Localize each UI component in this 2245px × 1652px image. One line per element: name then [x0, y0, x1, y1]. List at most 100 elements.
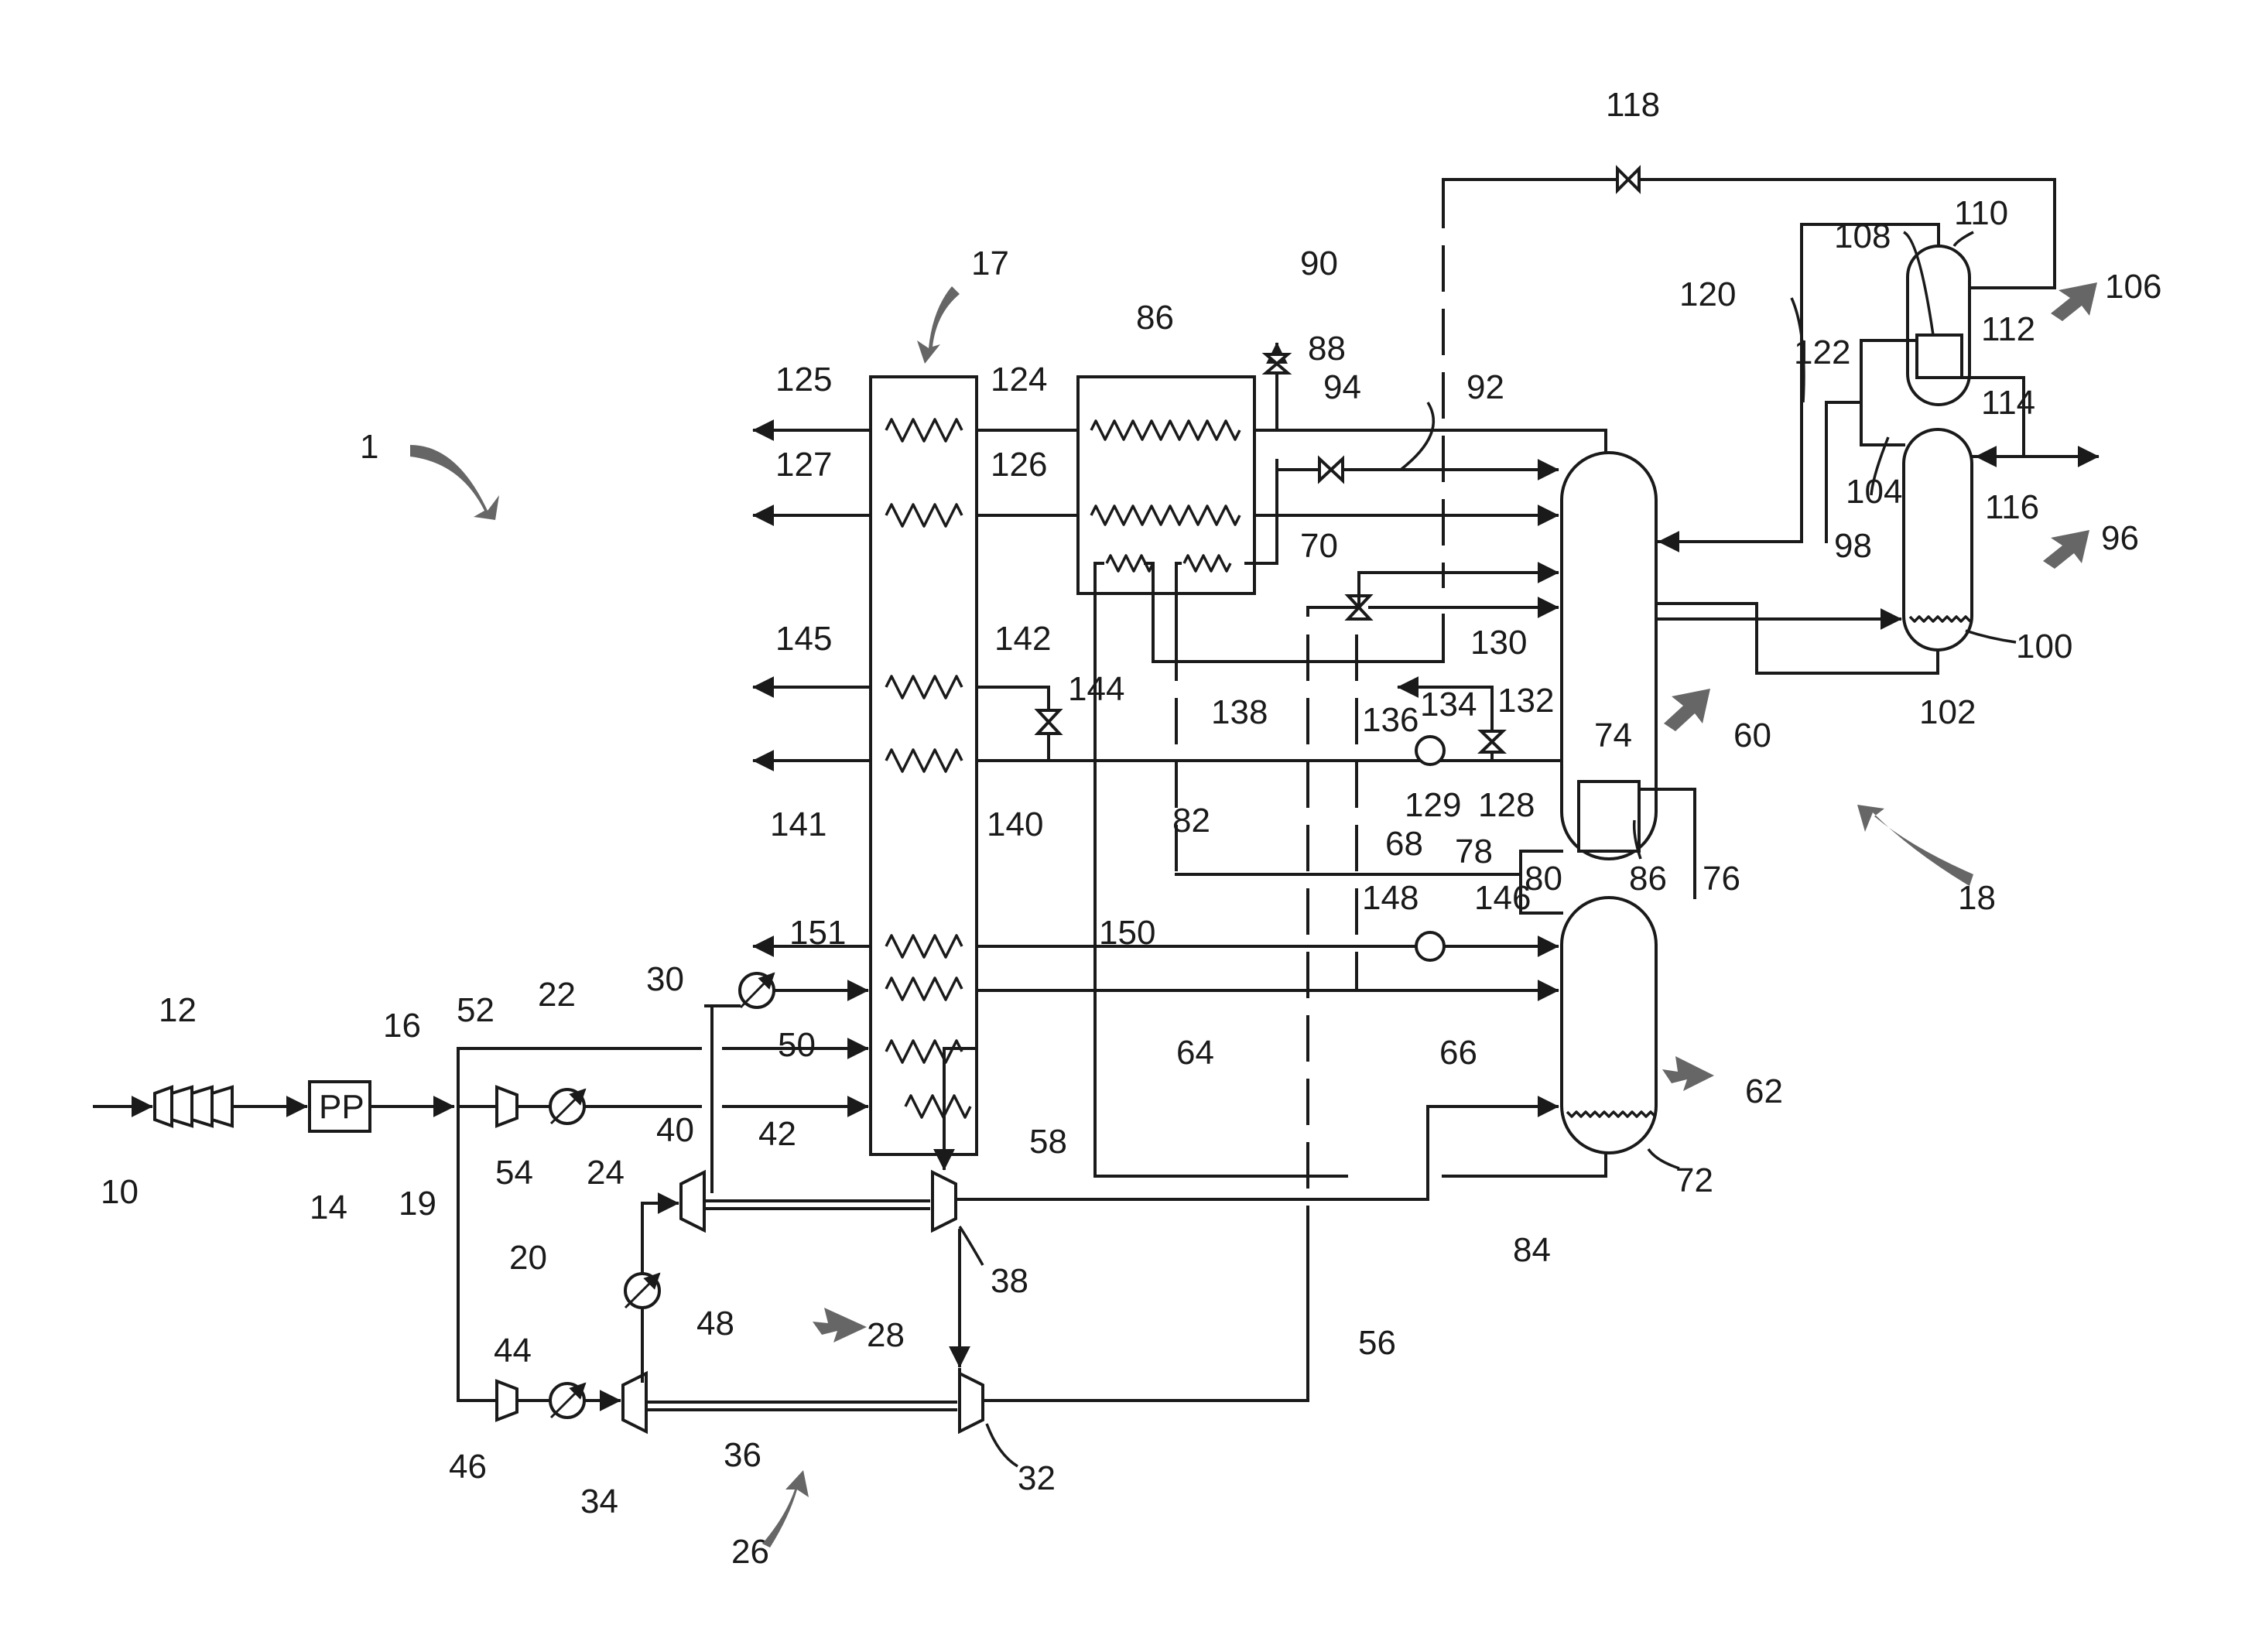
label-116: 116 — [1985, 488, 2039, 526]
pp-label: PP — [319, 1088, 364, 1126]
label-146: 146 — [1474, 879, 1531, 917]
label-132: 132 — [1497, 682, 1554, 720]
valve-132 — [1481, 731, 1503, 752]
label-72: 72 — [1675, 1161, 1713, 1199]
label-1: 1 — [360, 428, 378, 466]
label-42: 42 — [758, 1115, 796, 1153]
label-34: 34 — [580, 1483, 618, 1520]
reference-labels: 1 10 12 14 16 17 18 19 20 22 24 26 28 30… — [101, 86, 2161, 1571]
label-129: 129 — [1405, 786, 1461, 824]
booster-compressor-44 — [497, 1381, 517, 1420]
label-58: 58 — [1029, 1123, 1067, 1161]
label-22: 22 — [538, 976, 576, 1014]
label-76: 76 — [1703, 860, 1740, 898]
valve-88 — [1266, 354, 1288, 373]
label-68: 68 — [1385, 825, 1423, 863]
label-20: 20 — [509, 1239, 547, 1277]
label-142: 142 — [994, 620, 1051, 658]
label-66: 66 — [1439, 1034, 1477, 1072]
turbine-38 — [933, 1172, 956, 1230]
label-148: 148 — [1362, 879, 1419, 917]
label-102: 102 — [1919, 693, 1976, 731]
label-17: 17 — [971, 245, 1009, 282]
label-82: 82 — [1172, 802, 1210, 840]
label-145: 145 — [775, 620, 832, 658]
label-86-subcooler: 86 — [1136, 299, 1174, 337]
label-30: 30 — [646, 960, 684, 998]
label-52: 52 — [457, 991, 495, 1029]
label-94: 94 — [1323, 368, 1361, 406]
label-141: 141 — [770, 805, 826, 843]
label-32: 32 — [1018, 1459, 1056, 1497]
label-134: 134 — [1420, 686, 1477, 723]
label-26: 26 — [731, 1533, 769, 1571]
label-138: 138 — [1211, 693, 1268, 731]
valve-94 — [1319, 459, 1343, 481]
label-88: 88 — [1308, 330, 1346, 368]
label-128: 128 — [1478, 786, 1535, 824]
label-40: 40 — [656, 1111, 694, 1149]
label-130: 130 — [1470, 624, 1527, 662]
label-28: 28 — [867, 1316, 905, 1354]
booster-compressor-52 — [497, 1087, 517, 1126]
label-16: 16 — [383, 1007, 421, 1045]
label-96: 96 — [2101, 519, 2139, 557]
label-70: 70 — [1300, 527, 1338, 565]
label-112: 112 — [1981, 310, 2035, 348]
label-64: 64 — [1176, 1034, 1214, 1072]
compressor-40 — [681, 1172, 704, 1230]
label-50: 50 — [778, 1026, 816, 1064]
label-48: 48 — [696, 1305, 734, 1342]
label-18: 18 — [1958, 879, 1996, 917]
valve-144 — [1038, 710, 1059, 734]
label-19: 19 — [399, 1185, 436, 1223]
label-92: 92 — [1466, 368, 1504, 406]
label-54: 54 — [495, 1154, 533, 1192]
label-90: 90 — [1300, 245, 1338, 282]
label-110: 110 — [1954, 194, 2008, 232]
argon-reboiler-108 — [1917, 335, 1962, 378]
label-24: 24 — [587, 1154, 625, 1192]
label-36: 36 — [724, 1436, 761, 1474]
label-86-reboiler: 86 — [1629, 860, 1667, 898]
label-98: 98 — [1834, 527, 1872, 565]
label-126: 126 — [991, 446, 1047, 484]
label-38: 38 — [991, 1262, 1028, 1300]
label-151: 151 — [789, 914, 846, 952]
label-60: 60 — [1733, 717, 1771, 754]
label-124: 124 — [991, 361, 1047, 398]
label-100: 100 — [2016, 628, 2072, 665]
label-46: 46 — [449, 1448, 487, 1486]
pump-148 — [1416, 932, 1444, 960]
main-air-compressor — [155, 1087, 232, 1126]
valve-118 — [1617, 169, 1639, 190]
main-heat-exchanger — [871, 377, 977, 1154]
lower-column — [1562, 898, 1656, 1153]
label-114: 114 — [1981, 384, 2035, 422]
turbine-32 — [960, 1373, 983, 1431]
label-78: 78 — [1455, 833, 1493, 870]
label-150: 150 — [1099, 914, 1155, 952]
label-136: 136 — [1362, 701, 1419, 739]
argon-condenser-110 — [1908, 246, 1970, 405]
label-127: 127 — [775, 446, 832, 484]
label-118: 118 — [1606, 86, 1660, 124]
label-108: 108 — [1834, 217, 1891, 255]
label-140: 140 — [987, 805, 1043, 843]
label-10: 10 — [101, 1173, 139, 1211]
label-14: 14 — [310, 1189, 347, 1226]
label-106: 106 — [2105, 268, 2161, 306]
subcooler-exchanger — [1078, 377, 1254, 593]
label-144: 144 — [1068, 670, 1124, 708]
label-74: 74 — [1594, 717, 1632, 754]
pump-136 — [1416, 737, 1444, 764]
label-62: 62 — [1745, 1072, 1783, 1110]
reboiler-condenser-74 — [1579, 782, 1639, 851]
label-120: 120 — [1679, 275, 1736, 313]
label-56: 56 — [1358, 1324, 1396, 1362]
label-125: 125 — [775, 361, 832, 398]
label-84: 84 — [1513, 1231, 1551, 1269]
label-44: 44 — [494, 1332, 532, 1370]
label-12: 12 — [159, 991, 197, 1029]
